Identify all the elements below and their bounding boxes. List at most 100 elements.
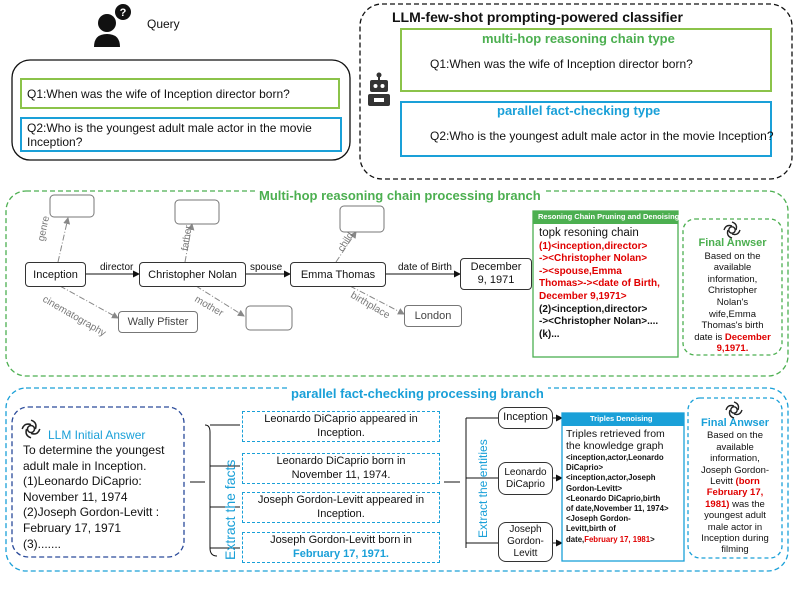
type1-question: Q1:When was the wife of Inception direct… xyxy=(430,57,693,71)
final-1-l8a: date is xyxy=(694,331,725,343)
initial-l6: February 17, 1971 xyxy=(23,520,122,535)
fact-2: Leonardo DiCaprio born in November 11, 1… xyxy=(242,453,440,484)
triple-l7: <Joseph Gordon- xyxy=(566,514,631,524)
kg-node-date: December 9, 1971 xyxy=(460,258,532,290)
kg-node-emma: Emma Thomas xyxy=(290,262,386,287)
query-q1: Q1:When was the wife of Inception direct… xyxy=(20,78,340,109)
fact-3-l2: Inception. xyxy=(317,507,365,520)
triples-body: Triples retrieved from the knowledge gra… xyxy=(566,428,684,545)
empty-node xyxy=(339,205,385,233)
triples-header: Triples Denoising xyxy=(590,414,653,423)
chain-1-l3: -><spouse,Emma xyxy=(539,265,622,277)
classifier-frame xyxy=(359,3,793,180)
triple-l1: <inception,actor,Leonardo xyxy=(566,453,664,462)
chain-1-l4: Thomas>-><date of Birth, xyxy=(539,278,660,290)
final-1-l5: Nolan's xyxy=(716,296,749,308)
openai-logo-icon xyxy=(20,418,42,440)
multihop-title: Multi-hop reasoning chain processing bra… xyxy=(255,188,545,203)
fact-4-l1: Joseph Gordon-Levitt born in xyxy=(270,533,412,546)
triples-intro-l1: Triples retrieved from xyxy=(566,428,665,440)
final-2-l5b: (born xyxy=(735,476,760,488)
final-2-l10: Inception during xyxy=(701,533,769,545)
triple-l4: Gordon-Levitt> xyxy=(566,483,623,493)
chain-2-l1: (2)<inception,director> xyxy=(539,303,648,315)
query-label: Query xyxy=(147,17,180,31)
classifier-title: LLM-few-shot prompting-powered classifie… xyxy=(392,9,683,25)
final-answer-2: Final Anwser Based on the available info… xyxy=(688,417,782,556)
pruning-intro: topk resoning chain xyxy=(539,227,639,239)
final-1-l9: 9,1971. xyxy=(716,343,749,355)
final-2-l1: Based on the xyxy=(707,430,763,442)
pruning-header: Resoning Chain Pruning and Denoising xyxy=(538,212,680,221)
final-2-l3: information, xyxy=(710,453,760,465)
final-1-l1: Based on the xyxy=(704,250,761,262)
chain-2-l2: -><Christopher Nolan>.... xyxy=(539,316,659,328)
edge-date-of-birth: date of Birth xyxy=(398,262,452,273)
final-1-title: Final Anwser xyxy=(698,237,767,249)
final-1-l4: Christopher xyxy=(707,285,758,297)
query-q1-text: Q1:When was the wife of Inception direct… xyxy=(27,86,290,101)
initial-l1: To determine the youngest xyxy=(23,443,165,457)
fact-3-l1: Joseph Gordon-Levitt appeared in xyxy=(257,493,425,506)
final-1-l3: information, xyxy=(707,273,758,285)
entity-gl-l3: Levitt xyxy=(513,548,538,559)
query-q2-text: Q2:Who is the youngest adult male actor … xyxy=(27,120,312,149)
final-2-l6: February 17, xyxy=(706,487,764,499)
type1-box xyxy=(400,28,772,92)
final-2-l2: available xyxy=(716,441,754,453)
initial-answer-body: To determine the youngest adult male in … xyxy=(23,443,183,552)
edge-spouse: spouse xyxy=(250,262,283,273)
kg-node-inception: Inception xyxy=(25,262,86,287)
triple-l8: Levitt,birth of xyxy=(566,524,616,534)
final-1-l7: Thomas's birth xyxy=(701,320,764,332)
initial-l3: (1)Leonardo DiCaprio: xyxy=(23,474,142,489)
kg-node-nolan: Christopher Nolan xyxy=(139,262,246,287)
type1-title: multi-hop reasoning chain type xyxy=(482,31,675,46)
fact-2-l2: November 11, 1974. xyxy=(291,468,391,481)
person-query-icon: ? xyxy=(93,3,135,49)
triple-l9a: date, xyxy=(566,534,585,544)
entity-inception: Inception xyxy=(498,407,553,429)
empty-node xyxy=(245,305,293,331)
final-2-l7b: was the xyxy=(729,498,765,510)
kg-node-london: London xyxy=(404,305,462,327)
chain-k: (k)... xyxy=(539,328,560,340)
initial-l4: November 11, 1974 xyxy=(23,489,128,504)
query-q2: Q2:Who is the youngest adult male actor … xyxy=(20,117,342,152)
entity-dicaprio-l1: Leonardo xyxy=(504,466,547,478)
type2-box xyxy=(400,101,772,157)
empty-node xyxy=(49,194,95,218)
openai-logo-icon xyxy=(724,400,744,420)
openai-logo-icon xyxy=(722,220,742,240)
entity-gordon-levitt: Joseph Gordon- Levitt xyxy=(498,522,553,562)
triples-intro-l2: the knowledge graph xyxy=(566,440,664,452)
final-2-l7a: 1981) xyxy=(705,498,730,510)
final-2-l5a: Levitt xyxy=(710,476,736,488)
extract-entities-label: Extract the entities xyxy=(476,439,490,538)
entity-gl-l1: Joseph xyxy=(509,524,542,535)
triple-l9b: February 17, 1981 xyxy=(584,534,651,544)
fact-1: Leonardo DiCaprio appeared in Inception. xyxy=(242,411,440,442)
final-1-l6: wife,Emma xyxy=(709,308,756,320)
kg-node-date-l2: 9, 1971 xyxy=(477,274,515,286)
extract-facts-label: Extract the facts xyxy=(222,459,238,560)
type2-question: Q2:Who is the youngest adult male actor … xyxy=(430,129,774,143)
initial-l5: (2)Joseph Gordon-Levitt : xyxy=(23,505,160,520)
kg-node-date-l1: December xyxy=(470,261,522,274)
final-2-title: Final Anwser xyxy=(700,417,770,429)
initial-l7: (3)....... xyxy=(23,536,62,551)
fact-4: Joseph Gordon-Levitt born in February 17… xyxy=(242,532,440,563)
final-1-l8b: December xyxy=(724,331,771,343)
fact-3: Joseph Gordon-Levitt appeared in Incepti… xyxy=(242,492,440,523)
kg-node-wally: Wally Pfister xyxy=(118,311,198,333)
fact-1-l1: Leonardo DiCaprio appeared in xyxy=(264,412,418,425)
initial-answer-title: LLM Initial Answer xyxy=(48,428,146,442)
final-1-l2: available xyxy=(713,262,752,274)
edge-director: director xyxy=(100,262,134,273)
final-2-l8: youngest adult xyxy=(704,510,766,522)
type2-title: parallel fact-checking type xyxy=(497,103,661,118)
final-2-l4: Joseph Gordon- xyxy=(700,464,770,476)
initial-l2: adult male in Inception. xyxy=(23,458,147,473)
